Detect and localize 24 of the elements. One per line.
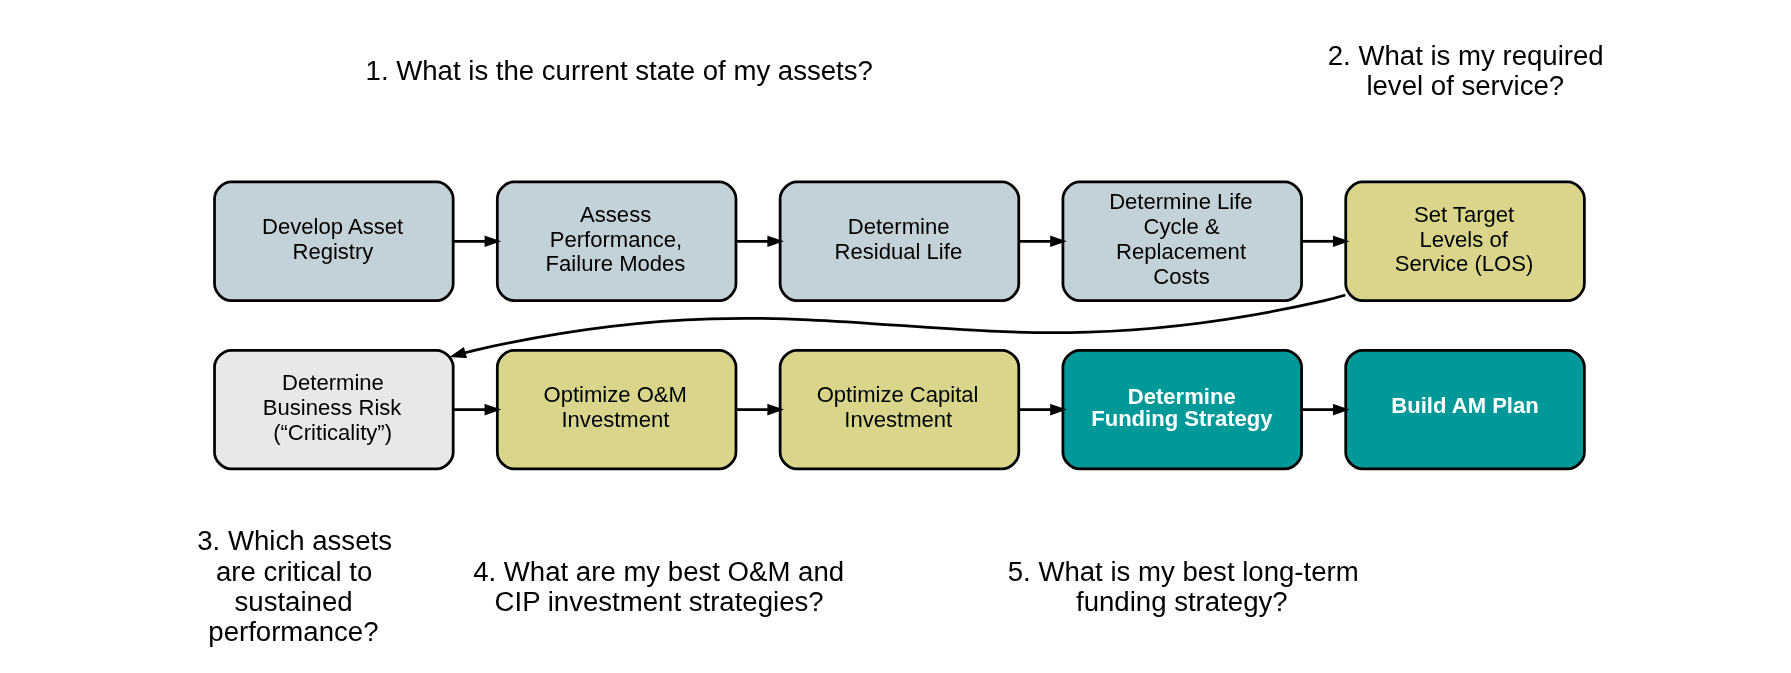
node-box: Develop Asset Registry — [212, 180, 455, 302]
node-box: Optimize O&M Investment — [495, 348, 737, 471]
arrow — [1018, 403, 1067, 416]
node-box: Set Target Levels of Service (LOS) — [1343, 180, 1586, 302]
arrow — [736, 403, 784, 416]
label: 1. What is the current state of my assets? — [365, 54, 873, 86]
arrow — [1301, 403, 1350, 416]
arrow — [1301, 235, 1350, 248]
label: 4. What are my best O&M and CIP investment strategies? — [472, 555, 844, 618]
arrow — [453, 235, 501, 248]
node-box: Determine Funding Strategy — [1061, 348, 1303, 471]
node-box: Optimize Capital Investment — [778, 348, 1020, 471]
node-box: Determine Residual Life — [778, 180, 1020, 302]
node-box: Determine Life Cycle & Replacement Costs — [1061, 180, 1303, 302]
arrow — [448, 293, 1346, 359]
arrow — [453, 403, 501, 416]
arrow — [736, 235, 784, 248]
arrow — [1018, 235, 1067, 248]
label: 5. What is my best long-term funding strategy? — [1007, 555, 1359, 618]
node-box: Build AM Plan — [1343, 348, 1586, 471]
node-box: Determine Business Risk (“Criticality”) — [212, 348, 455, 471]
label: 2. What is my required level of service? — [1327, 39, 1604, 102]
node-box: Assess Performance, Failure Modes — [495, 180, 737, 302]
label: 3. Which assets are critical to sustained performance? — [196, 525, 392, 648]
